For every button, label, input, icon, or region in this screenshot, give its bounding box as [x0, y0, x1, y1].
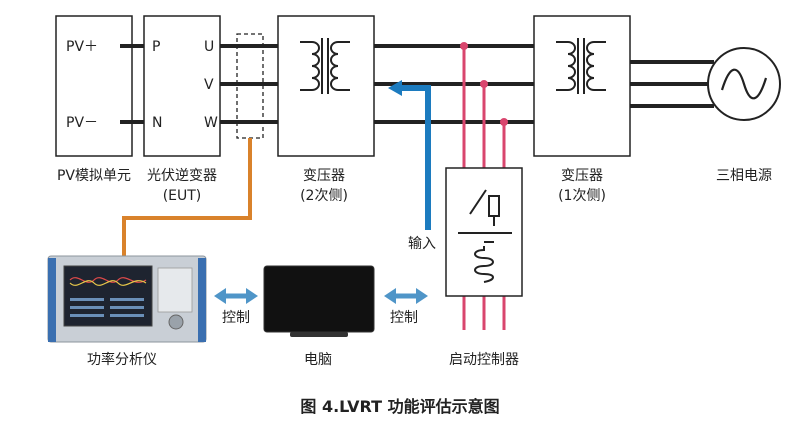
analyzer-label: 功率分析仪	[87, 351, 157, 368]
control-label-left: 控制	[222, 310, 250, 326]
inverter-terminal-n: N	[152, 115, 162, 131]
inverter: P N U V W 光伏逆变器 (EUT)	[143, 15, 221, 204]
transformer-right: 变压器 (1次侧)	[533, 15, 631, 204]
transformer-right-coil-secondary-icon	[586, 41, 606, 91]
transformer-right-label: 变压器	[561, 168, 603, 184]
pv-minus-terminal: PV－	[66, 115, 98, 131]
start-controller: 启动控制器	[445, 167, 523, 368]
reactor-coil-icon	[474, 246, 494, 283]
ac-lines-grid-side	[630, 60, 714, 108]
control-link-left: 控制	[214, 288, 258, 326]
control-arrow-right-head-b-icon	[416, 288, 428, 304]
computer: 电脑	[263, 265, 375, 368]
start-controller-label: 启动控制器	[449, 352, 519, 368]
analyzer-keypad	[157, 267, 193, 313]
analyzer-knob-icon	[168, 314, 184, 330]
pv-unit-box	[55, 15, 133, 157]
inverter-box	[143, 15, 221, 157]
analyzer-readout-5	[70, 314, 104, 317]
transformer-left: 变压器 (2次侧)	[277, 15, 375, 204]
tap-node-3	[500, 118, 508, 126]
control-label-right: 控制	[390, 310, 418, 326]
inverter-terminal-w: W	[204, 115, 218, 131]
sine-wave-icon	[720, 68, 768, 100]
analyzer-readout-2	[110, 298, 144, 301]
transformer-left-coil-secondary-icon	[330, 41, 350, 91]
monitor-base	[290, 332, 348, 337]
analyzer-readout-1	[70, 298, 104, 301]
analyzer-waveform-red	[69, 277, 147, 283]
control-arrow-left-head-b-icon	[246, 288, 258, 304]
control-arrow-left-head-a-icon	[214, 288, 226, 304]
dc-lines	[120, 44, 144, 124]
inverter-terminal-v: V	[204, 77, 214, 93]
analyzer-waveform-yellow	[69, 280, 147, 286]
power-source-label: 三相电源	[716, 168, 772, 184]
pv-unit-label: PV模拟单元	[57, 168, 131, 184]
input-label: 输入	[408, 236, 436, 252]
input-arrow-icon	[388, 80, 402, 96]
analyzer-readout-3	[70, 306, 104, 309]
inverter-terminal-u: U	[204, 39, 214, 55]
transformer-left-sublabel: (2次侧)	[300, 188, 348, 204]
monitor-screen	[263, 265, 375, 333]
transformer-left-box	[277, 15, 375, 157]
analyzer-readout-6	[110, 314, 144, 317]
computer-label: 电脑	[304, 352, 332, 368]
control-arrow-right-head-a-icon	[384, 288, 396, 304]
control-link-right: 控制	[384, 288, 428, 326]
transformer-right-box	[533, 15, 631, 157]
ac-lines-inverter-side	[220, 44, 278, 124]
transformer-right-sublabel: (1次侧)	[558, 188, 606, 204]
inverter-terminal-p: P	[152, 39, 160, 55]
transformer-left-coil-primary-icon	[300, 41, 320, 91]
switch-contact-icon	[469, 189, 487, 215]
tap-node-1	[460, 42, 468, 50]
inverter-label: 光伏逆变器	[147, 168, 217, 184]
inverter-sublabel: (EUT)	[163, 188, 202, 204]
analyzer-side-bezel-right	[198, 258, 206, 342]
power-source: 三相电源	[707, 47, 781, 184]
power-analyzer: 功率分析仪	[47, 255, 207, 368]
transformer-right-coil-primary-icon	[556, 41, 576, 91]
pv-plus-terminal: PV＋	[66, 39, 98, 55]
pv-unit: PV＋ PV－ PV模拟单元	[55, 15, 133, 184]
transformer-left-label: 变压器	[303, 168, 345, 184]
analyzer-side-bezel-left	[48, 258, 56, 342]
measurement-cable	[122, 138, 252, 256]
figure-caption: 图 4.LVRT 功能评估示意图	[300, 397, 499, 416]
analyzer-readout-4	[110, 306, 144, 309]
tap-node-2	[480, 80, 488, 88]
input-signal-line	[400, 85, 431, 230]
